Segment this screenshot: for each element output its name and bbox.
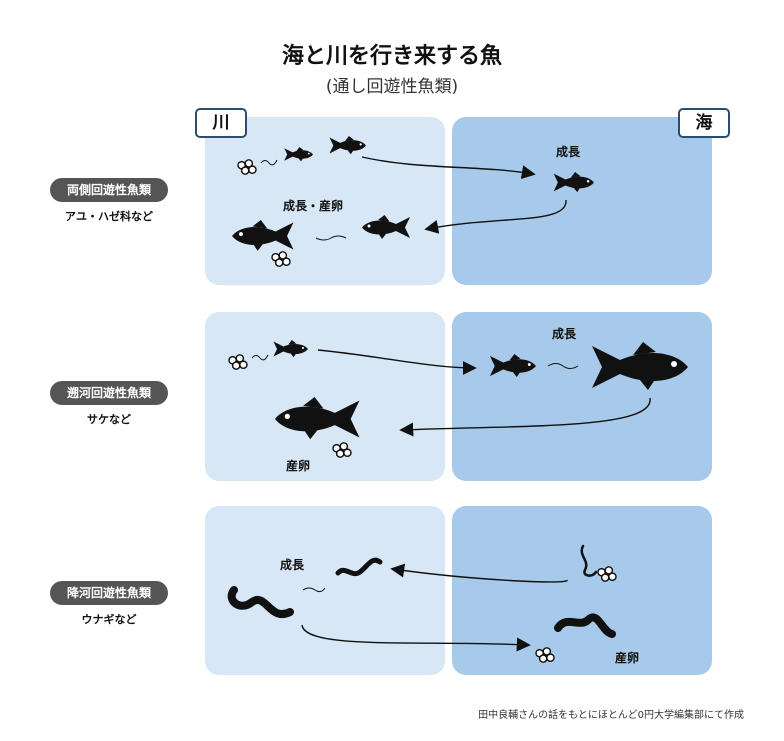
stage-label: 成長 xyxy=(280,558,305,572)
category-examples: アユ・ハゼ科など xyxy=(65,210,153,223)
river-tag: 川 xyxy=(195,108,247,138)
migration-arrow xyxy=(390,563,568,583)
sea-panel-row2 xyxy=(452,312,712,481)
fish-icon xyxy=(329,136,366,155)
migration-arrow xyxy=(361,156,536,180)
stage-label: 成長 xyxy=(552,327,577,341)
eggs-icon xyxy=(237,159,257,175)
squiggle xyxy=(302,587,326,593)
category-pill: 両側回遊性魚類 xyxy=(50,178,168,202)
eggs-icon xyxy=(271,251,291,267)
river-panel-row1 xyxy=(205,117,445,285)
category-examples: サケなど xyxy=(87,413,131,426)
subtitle: (通し回遊性魚類) xyxy=(325,77,459,97)
fish-icon xyxy=(232,220,294,251)
squiggle xyxy=(260,159,278,166)
eel-icon xyxy=(227,586,294,618)
river-panel-row3 xyxy=(205,506,445,675)
category-pill: 遡河回遊性魚類 xyxy=(50,381,168,405)
fish-icon xyxy=(592,342,688,390)
migration-arrow xyxy=(399,397,651,437)
fish-icon xyxy=(553,172,594,193)
eggs-icon xyxy=(332,442,352,458)
fish-icon xyxy=(273,340,308,358)
fish-icon xyxy=(284,147,313,162)
squiggle xyxy=(547,363,579,369)
eggs-icon xyxy=(535,647,555,663)
eggs-icon xyxy=(597,566,617,582)
title: 海と川を行き来する魚 xyxy=(281,44,502,69)
stage-label: 成長・産卵 xyxy=(283,199,344,213)
squiggle xyxy=(251,354,269,361)
fish-icon xyxy=(489,354,536,378)
stage-label: 産卵 xyxy=(286,459,311,473)
sea-panel-row1 xyxy=(452,117,712,285)
category-pill: 降河回遊性魚類 xyxy=(50,581,168,605)
eel-icon xyxy=(554,613,616,638)
fish-icon xyxy=(275,397,360,440)
eel-larva-icon xyxy=(580,544,598,577)
fish-icon xyxy=(362,215,410,239)
eggs-icon xyxy=(228,354,248,370)
squiggle xyxy=(315,235,347,241)
migration-arrow xyxy=(317,349,477,375)
eel-icon xyxy=(335,557,383,577)
river-panel-row2 xyxy=(205,312,445,481)
migration-arrow xyxy=(424,199,567,234)
stage-label: 成長 xyxy=(556,145,581,159)
category-examples: ウナギなど xyxy=(81,613,137,626)
credit: 田中良輔さんの話をもとにほとんど0円大学編集部にて作成 xyxy=(478,710,744,721)
sea-tag: 海 xyxy=(678,108,730,138)
sea-panel-row3 xyxy=(452,506,712,675)
migration-arrow xyxy=(301,624,531,652)
stage-label: 産卵 xyxy=(615,651,640,665)
